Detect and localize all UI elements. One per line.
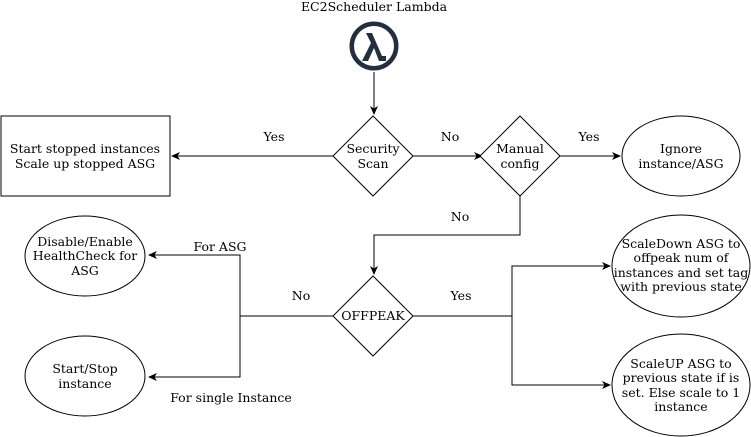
node-start-stopped: Start stopped instances Scale up stopped… <box>0 115 171 197</box>
node-text: Ignore <box>660 141 702 156</box>
node-text: previous state if is <box>623 370 740 385</box>
label-security-yes: Yes <box>263 129 285 144</box>
node-ignore: Ignore instance/ASG <box>621 115 741 197</box>
label-offpeak-no: No <box>292 288 310 303</box>
node-text: config <box>501 156 540 171</box>
node-text: instance <box>58 376 111 391</box>
label-manual-no: No <box>451 209 469 224</box>
node-text: instances and set tag <box>614 265 749 280</box>
edge-offpeak-yes <box>413 262 611 317</box>
node-healthcheck: Disable/Enable HealthCheck for ASG <box>24 215 146 297</box>
node-text: Scan <box>357 156 388 171</box>
aws-lambda-icon <box>349 21 399 71</box>
node-text: ASG <box>70 263 99 278</box>
edge-manual-no <box>370 196 521 275</box>
node-scale-down: ScaleDown ASG to offpeak num of instance… <box>611 214 751 318</box>
node-text: Security <box>346 141 400 156</box>
node-text: set. Else scale to 1 <box>622 385 740 400</box>
node-security-scan: Security Scan <box>332 115 414 197</box>
node-text: ScaleUP ASG to <box>630 356 731 371</box>
node-text: HealthCheck for <box>33 248 138 263</box>
label-offpeak-yes: Yes <box>450 288 472 303</box>
edge-offpeak-no <box>148 251 333 317</box>
node-text: ScaleDown ASG to <box>622 236 741 251</box>
edge-offpeak-yes-scaleup <box>511 316 611 389</box>
diagram-title: EC2Scheduler Lambda <box>301 0 448 14</box>
node-text: offpeak num of <box>634 250 730 265</box>
node-text: Disable/Enable <box>37 234 133 249</box>
node-manual-config: Manual config <box>479 115 561 197</box>
node-text: instance/ASG <box>638 156 723 171</box>
node-text: Scale up stopped ASG <box>15 156 155 171</box>
edge-offpeak-no-single <box>148 316 241 381</box>
node-text: OFFPEAK <box>341 308 405 323</box>
label-security-no: No <box>441 129 459 144</box>
node-offpeak: OFFPEAK <box>332 275 414 357</box>
node-text: Manual <box>496 141 544 156</box>
node-scale-up: ScaleUP ASG to previous state if is set.… <box>611 333 751 437</box>
node-start-stop: Start/Stop instance <box>24 335 146 417</box>
node-text: Start stopped instances <box>10 141 160 156</box>
node-text: with previous state <box>620 279 741 294</box>
label-manual-yes: Yes <box>578 129 600 144</box>
node-text: instance <box>654 399 707 414</box>
label-for-asg: For ASG <box>193 239 246 254</box>
node-text: Start/Stop <box>52 361 117 376</box>
label-for-single-instance: For single Instance <box>170 390 292 405</box>
